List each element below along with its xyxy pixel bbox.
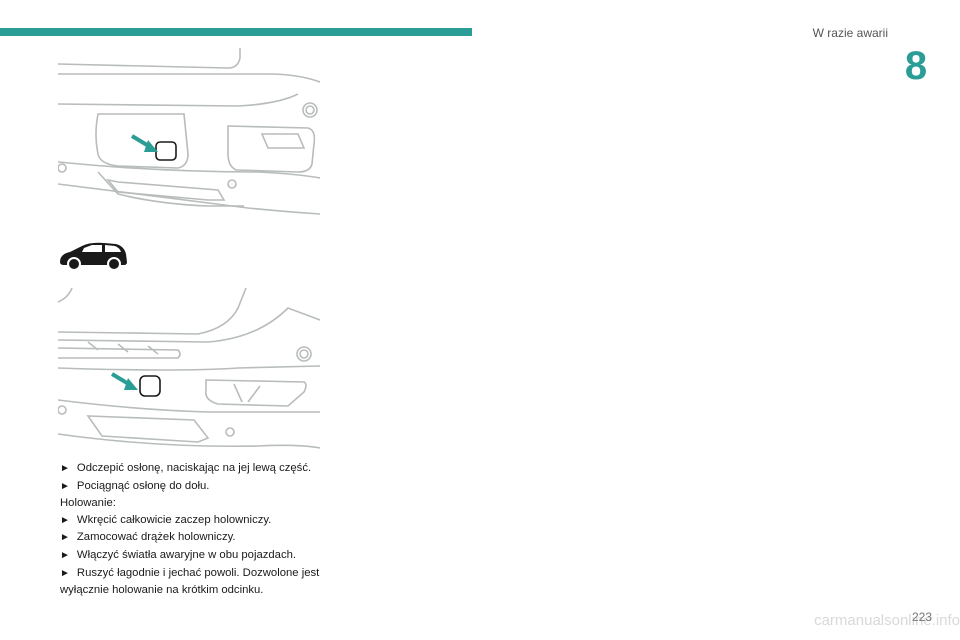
instruction-text-3: Wkręcić całkowicie zaczep holowniczy. <box>76 513 272 526</box>
instruction-text-2: Holowanie: <box>60 497 116 510</box>
instruction-line: ► Włączyć światła awaryjne w obu pojazdac… <box>60 547 330 565</box>
instruction-text-1: Pociągnąć osłonę do dołu. <box>76 479 210 492</box>
chapter-number: 8 <box>904 44 928 88</box>
header-accent-bar <box>0 28 472 36</box>
suv-silhouette-icon <box>60 242 127 271</box>
bullet-arrow-icon: ► <box>60 463 70 474</box>
instruction-line: ► Odczepić osłonę, naciskając na jej lewą… <box>60 460 330 478</box>
bullet-arrow-icon: ► <box>60 567 70 579</box>
watermark: carmanualsonline.info <box>814 612 960 629</box>
instruction-text: ► Odczepić osłonę, naciskając na jej lewą… <box>60 460 330 599</box>
arrow-icon <box>130 134 158 152</box>
tow-hook-cover <box>139 375 161 397</box>
rear-bumper-figure-2 <box>58 288 320 449</box>
instruction-text-6: Ruszyć łagodnie i jechać powoli. Dozwolo… <box>60 566 320 597</box>
instruction-line: ► Zamocować drążek holowniczy. <box>60 529 330 547</box>
instruction-heading: Holowanie: <box>60 495 330 512</box>
tow-hook-cover <box>155 141 177 161</box>
bullet-arrow-icon: ► <box>60 549 70 561</box>
bullet-arrow-icon: ► <box>60 514 70 526</box>
page-number: 223 <box>911 610 932 624</box>
bullet-arrow-icon: ► <box>60 532 70 544</box>
section-title: W razie awarii <box>812 26 888 40</box>
rear-bumper-figure-1 <box>58 48 320 215</box>
instruction-text-4: Zamocować drążek holowniczy. <box>76 531 236 544</box>
bullet-arrow-icon: ► <box>60 480 70 492</box>
arrow-icon <box>110 372 138 390</box>
instruction-line: ► Pociągnąć osłonę do dołu. <box>60 478 330 496</box>
instruction-text-5: Włączyć światła awaryjne w obu pojazdach… <box>76 548 297 561</box>
instruction-line: ► Wkręcić całkowicie zaczep holowniczy. <box>60 512 330 530</box>
instruction-text-0: Odczepić osłonę, naciskając na jej lewą … <box>76 462 312 474</box>
instruction-line: ►Ruszyć łagodnie i jechać powoli. Dozwol… <box>60 565 330 599</box>
